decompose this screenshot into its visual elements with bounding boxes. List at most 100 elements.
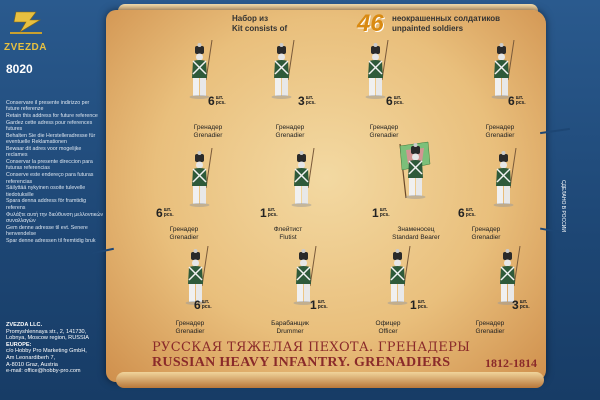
address-line: c/o Hobby Pro Marketing GmbH, bbox=[6, 348, 87, 355]
address-line: Am Leonardiberh 7, bbox=[6, 354, 56, 361]
soldier-figure-icon bbox=[189, 40, 213, 99]
retain-note: Behalten Sie die Herstelleradresse für e… bbox=[6, 132, 96, 146]
quantity-unit: шт.pcs. bbox=[394, 95, 404, 106]
soldier-figure bbox=[280, 246, 330, 306]
soldier-figure-icon bbox=[189, 148, 213, 207]
quantity-number: 1 bbox=[260, 206, 267, 220]
quantity-unit: шт.pcs. bbox=[163, 207, 174, 218]
figure-label-en: Standard Bearer bbox=[392, 234, 440, 241]
soldier-figure bbox=[480, 148, 530, 208]
figure-label-ru: Гренадер bbox=[475, 320, 505, 327]
retain-note: Φυλάξτε αυτή την διεύθυνση μελλοντικών σ… bbox=[6, 211, 104, 224]
retain-note: Spar denne adressen til fremtidig bruk bbox=[6, 237, 96, 244]
figure-label-en: Grenadier bbox=[475, 328, 505, 335]
unit-ru: шт. bbox=[417, 298, 426, 305]
unit-ru: шт. bbox=[519, 298, 528, 305]
quantity-number: 6 bbox=[386, 94, 393, 108]
quantity-number: 6 bbox=[208, 94, 215, 108]
soldier-figure-icon bbox=[497, 246, 521, 305]
figure-quantity: 3шт.pcs. bbox=[512, 296, 530, 314]
figure-label-ru: Знаменосец bbox=[397, 226, 435, 233]
figure-label-en: Grenadier bbox=[169, 234, 199, 241]
quantity-unit: шт.pcs. bbox=[215, 94, 226, 106]
unit-ru: шт. bbox=[317, 298, 326, 305]
address-line: Lobnya, Moscow region, RUSSIA bbox=[6, 335, 90, 342]
star-logo-icon bbox=[10, 11, 42, 34]
figure-label-en: Grenadier bbox=[193, 132, 223, 139]
unit-en: pcs. bbox=[317, 303, 328, 310]
figure-label-ru: Барабанщик bbox=[271, 320, 309, 327]
figure-quantity: 1шт.pcs. bbox=[310, 296, 328, 314]
retain-note: Gem denne adresse til evt. Senere henven… bbox=[6, 224, 88, 237]
header-en-line2: unpainted soldiers bbox=[392, 24, 464, 33]
figure-label-ru: Гренадер bbox=[485, 124, 515, 131]
unit-ru: шт. bbox=[515, 94, 524, 101]
quantity-unit: шт.pcs. bbox=[317, 298, 328, 310]
figure-label-en: Grenadier bbox=[485, 132, 515, 139]
soldier-figure bbox=[392, 110, 442, 200]
soldier-figure-icon bbox=[271, 40, 295, 99]
figure-quantity: 6шт.pcs. bbox=[156, 204, 174, 222]
europe-heading: EUROPE: bbox=[6, 341, 32, 348]
soldier-figure-icon bbox=[493, 148, 517, 207]
figure-quantity: 6шт.pcs. bbox=[386, 92, 404, 110]
figure-quantity: 6шт.pcs. bbox=[458, 204, 476, 222]
figure-label-en: Flutist bbox=[279, 234, 297, 241]
address-line: A-8010 Graz, Austria bbox=[6, 361, 58, 368]
unit-ru: шт. bbox=[379, 206, 388, 213]
sidebar: ZVEZDA 8020 Conservare il presente indir… bbox=[0, 0, 108, 400]
figure-label-en: Grenadier bbox=[369, 132, 399, 139]
soldier-figure bbox=[374, 246, 424, 306]
soldier-figure-icon bbox=[291, 148, 315, 207]
parchment-scroll bbox=[106, 10, 546, 382]
quantity-number: 3 bbox=[298, 94, 305, 108]
figure-label-ru: Гренадер bbox=[471, 226, 501, 233]
soldier-figure bbox=[484, 246, 534, 306]
figure-label-ru: Гренадер bbox=[175, 320, 205, 327]
soldier-figure bbox=[278, 148, 328, 208]
figure-label-en: Drummer bbox=[276, 328, 304, 335]
company-address: ZVEZDA LLC. Promyshlennaya str., 2, 1417… bbox=[6, 322, 106, 375]
unit-ru: шт. bbox=[305, 94, 314, 101]
unit-ru: шт. bbox=[215, 94, 224, 101]
unit-en: pcs. bbox=[515, 99, 526, 106]
soldier-figure bbox=[172, 246, 222, 306]
unit-en: pcs. bbox=[379, 211, 390, 218]
brand-logo-text: ZVEZDA bbox=[4, 42, 47, 53]
unit-en: pcs. bbox=[163, 211, 174, 218]
soldier-figure-icon bbox=[293, 246, 317, 305]
soldier-figure bbox=[176, 148, 226, 208]
quantity-unit: шт.pcs. bbox=[417, 298, 428, 310]
address-line: Promyshlennaya str., 2, 141730, bbox=[6, 328, 87, 335]
figure-quantity: 6шт.pcs. bbox=[208, 92, 226, 110]
soldier-figure bbox=[352, 40, 402, 100]
figure-quantity: 3шт.pcs. bbox=[298, 92, 316, 110]
figure-label-ru: Гренадер bbox=[169, 226, 199, 233]
kit-number: 8020 bbox=[6, 62, 33, 76]
figure-label-en: Officer bbox=[378, 328, 398, 335]
soldier-figure bbox=[478, 40, 528, 100]
quantity-number: 3 bbox=[512, 298, 519, 312]
header-en-line1: Kit consists of bbox=[232, 24, 288, 33]
unit-en: pcs. bbox=[465, 211, 476, 218]
figure-quantity: 1шт.pcs. bbox=[372, 204, 390, 222]
unit-en: pcs. bbox=[305, 99, 316, 106]
retain-note: Säilyttää nykyinen osoite tulevelle tied… bbox=[6, 185, 86, 198]
quantity-number: 6 bbox=[458, 206, 465, 220]
unit-ru: шт. bbox=[465, 206, 474, 213]
soldier-figure-icon bbox=[365, 40, 389, 99]
quantity-unit: шт.pcs. bbox=[268, 207, 278, 218]
retain-note: Conserve este endereço para futuras refe… bbox=[6, 172, 94, 185]
company-name: ZVEZDA LLC. bbox=[6, 322, 43, 328]
figure-count: 46 bbox=[357, 10, 384, 37]
retain-note: Retain this address for future reference bbox=[6, 113, 98, 120]
quantity-number: 1 bbox=[410, 298, 417, 312]
